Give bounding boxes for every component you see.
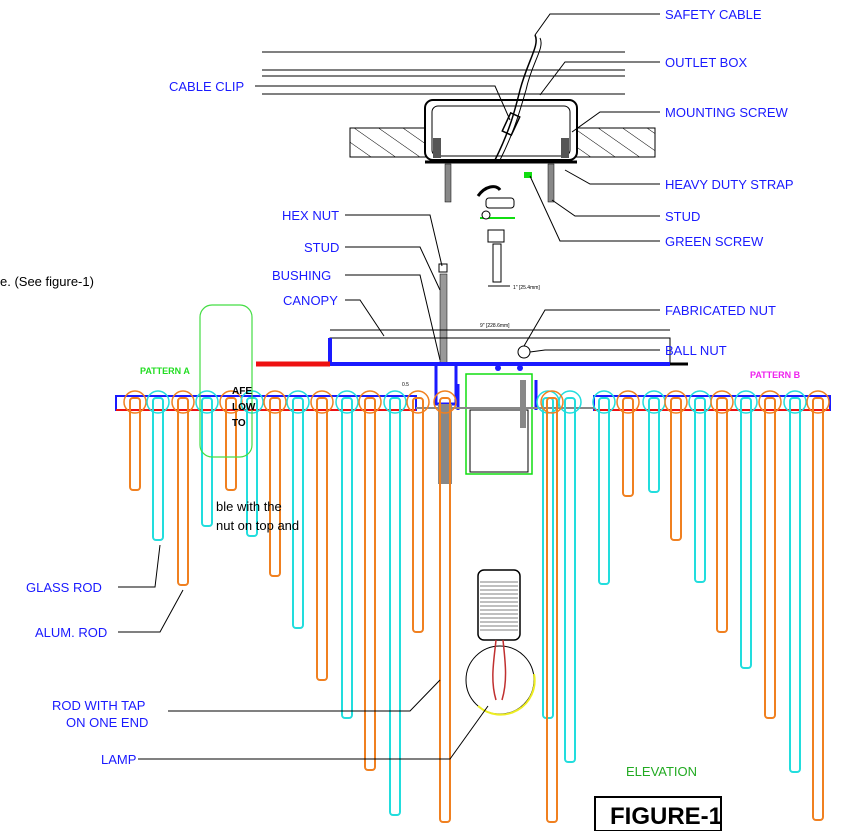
- rod-hook: [783, 390, 807, 414]
- green-screw: [524, 172, 532, 178]
- note-line-2: ble with the: [216, 499, 282, 514]
- alum-rod: [670, 397, 682, 541]
- note-box-line-3: TO: [232, 418, 246, 429]
- label-lamp: LAMP: [101, 752, 136, 767]
- center-stud: [438, 263, 448, 365]
- glass-rod: [292, 397, 304, 629]
- rod-hook: [734, 390, 758, 414]
- alum-rod: [316, 397, 328, 681]
- rod-hook: [558, 390, 582, 414]
- note-line-1: e. (See figure-1): [0, 274, 94, 289]
- rod-hook: [286, 390, 310, 414]
- glass-rod: [694, 397, 706, 583]
- canopy: 9" [228.6mm]: [256, 323, 688, 371]
- alum-rod: [269, 397, 281, 577]
- rod-hook: [146, 390, 170, 414]
- hub-dim: 0.5: [402, 382, 409, 388]
- glass-rod: [341, 397, 353, 719]
- rod-hook: [195, 390, 219, 414]
- rod-hook: [540, 390, 564, 414]
- rod-hook: [806, 390, 830, 414]
- rod-hook: [664, 390, 688, 414]
- alum-rod: [364, 397, 376, 771]
- label-stud-right: STUD: [665, 209, 700, 224]
- rod-hook: [335, 390, 359, 414]
- label-elevation: ELEVATION: [626, 764, 697, 779]
- rod-hook: [406, 390, 430, 414]
- rod-hook: [263, 390, 287, 414]
- glass-rod: [564, 397, 576, 763]
- rod-hook: [383, 390, 407, 414]
- exploded-parts: 1" [25.4mm]: [476, 185, 540, 291]
- label-alum-rod: ALUM. ROD: [35, 625, 107, 640]
- alum-rod: [716, 397, 728, 633]
- rod-hook: [310, 390, 334, 414]
- alum-rod: [439, 397, 451, 823]
- alum-rod: [546, 397, 558, 823]
- label-bushing: BUSHING: [272, 268, 331, 283]
- rod-hook: [758, 390, 782, 414]
- label-hex-nut: HEX NUT: [282, 208, 339, 223]
- note-box-line-1: AFE: [232, 386, 252, 397]
- glass-rod: [740, 397, 752, 669]
- stud-dim: 1" [25.4mm]: [513, 285, 540, 291]
- alum-rod: [129, 397, 141, 491]
- rod-hook: [219, 390, 243, 414]
- label-glass-rod: GLASS ROD: [26, 580, 102, 595]
- rod-hook: [433, 390, 457, 414]
- outlet-box: [424, 99, 578, 161]
- label-rod-tap-1: ROD WITH TAP: [52, 698, 145, 713]
- label-heavy-duty-strap: HEAVY DUTY STRAP: [665, 177, 794, 192]
- label-safety-cable: SAFETY CABLE: [665, 7, 762, 22]
- label-outlet-box: OUTLET BOX: [665, 55, 747, 70]
- label-rod-tap-2: ON ONE END: [66, 715, 148, 730]
- glass-rod: [201, 397, 213, 527]
- lamp: [465, 569, 536, 716]
- rod-hook: [123, 390, 147, 414]
- hub: 0.5: [402, 362, 538, 484]
- note-box: [199, 304, 253, 458]
- rod-hook: [710, 390, 734, 414]
- hex-nut: [438, 263, 448, 273]
- alum-rod: [412, 397, 424, 633]
- label-canopy: CANOPY: [283, 293, 338, 308]
- alum-rod: [225, 397, 237, 491]
- label-pattern-a: PATTERN A: [140, 366, 190, 376]
- alum-rod: [764, 397, 776, 719]
- label-cable-clip: CABLE CLIP: [169, 79, 244, 94]
- note-box-line-2: LOW: [232, 402, 256, 413]
- leader-lines: [118, 13, 660, 760]
- alum-rod: [622, 397, 634, 497]
- label-mounting-screw: MOUNTING SCREW: [665, 105, 789, 120]
- glass-rod: [648, 397, 660, 493]
- label-stud-left: STUD: [304, 240, 339, 255]
- rod-hook: [358, 390, 382, 414]
- note-line-3: nut on top and: [216, 518, 299, 533]
- mounting-screw-right: [561, 138, 569, 158]
- cable-clip: [501, 111, 521, 137]
- alum-rod: [812, 397, 824, 821]
- label-ball-nut: BALL NUT: [665, 343, 727, 358]
- figure-title: FIGURE-1: [610, 803, 722, 830]
- label-green-screw: GREEN SCREW: [665, 234, 764, 249]
- glass-rod: [389, 397, 401, 816]
- ceiling-lines: [262, 51, 625, 95]
- mounting-screw-left: [433, 138, 441, 158]
- glass-rod: [789, 397, 801, 773]
- ball-nut: [517, 345, 531, 359]
- label-pattern-b: PATTERN B: [750, 370, 801, 380]
- studs-top: [444, 163, 555, 203]
- canopy-dim: 9" [228.6mm]: [480, 323, 510, 329]
- alum-rod: [177, 397, 189, 586]
- glass-rod: [152, 397, 164, 541]
- label-fabricated-nut: FABRICATED NUT: [665, 303, 776, 318]
- safety-cable: [494, 34, 542, 161]
- rod-hook: [616, 390, 640, 414]
- rod-hook: [592, 390, 616, 414]
- glass-rod: [598, 397, 610, 585]
- rod-hook: [171, 390, 195, 414]
- rods-group: [123, 390, 830, 823]
